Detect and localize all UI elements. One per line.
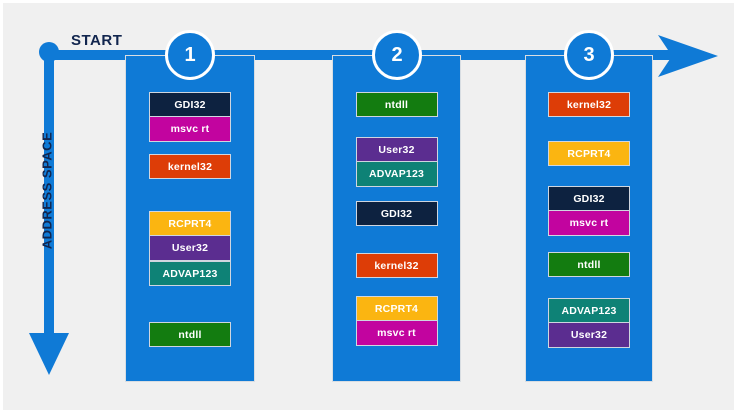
dll-group: GDI32 bbox=[355, 201, 438, 226]
phase-marker-2[interactable]: 2 bbox=[372, 30, 422, 80]
dll-group: kernel32 bbox=[548, 92, 630, 117]
address-space-arrow-head-icon bbox=[29, 333, 69, 375]
dll-box[interactable]: ADVAP123 bbox=[149, 261, 231, 286]
dll-box[interactable]: GDI32 bbox=[548, 186, 630, 211]
dll-box[interactable]: ntdll bbox=[548, 252, 630, 277]
dll-box[interactable]: msvc rt bbox=[149, 117, 231, 142]
dll-box[interactable]: kernel32 bbox=[149, 154, 231, 179]
dll-group: kernel32 bbox=[355, 253, 438, 278]
dll-box[interactable]: User32 bbox=[355, 137, 438, 162]
dll-box[interactable]: RCPRT4 bbox=[355, 296, 438, 321]
dll-box[interactable]: RCPRT4 bbox=[548, 141, 630, 166]
dll-group: ntdll bbox=[149, 322, 231, 347]
address-space-arrow-shaft bbox=[44, 50, 54, 340]
dll-box[interactable]: ADVAP123 bbox=[548, 298, 630, 323]
dll-box[interactable]: RCPRT4 bbox=[149, 211, 231, 236]
dll-box[interactable]: ntdll bbox=[355, 92, 438, 117]
dll-box[interactable]: ntdll bbox=[149, 322, 231, 347]
phase-marker-3[interactable]: 3 bbox=[564, 30, 614, 80]
dll-group: ntdll bbox=[548, 252, 630, 277]
start-label: START bbox=[71, 32, 123, 49]
dll-group: ntdll bbox=[355, 92, 438, 117]
dll-group: RCPRT4 bbox=[548, 141, 630, 166]
address-space-label: ADDRESS SPACE bbox=[39, 131, 55, 250]
dll-box[interactable]: GDI32 bbox=[355, 201, 438, 226]
dll-box[interactable]: kernel32 bbox=[355, 253, 438, 278]
dll-box[interactable]: msvc rt bbox=[548, 211, 630, 236]
dll-box[interactable]: ADVAP123 bbox=[355, 162, 438, 187]
dll-box[interactable]: msvc rt bbox=[355, 321, 438, 346]
dll-box[interactable]: User32 bbox=[149, 236, 231, 261]
dll-box[interactable]: GDI32 bbox=[149, 92, 231, 117]
dll-box[interactable]: User32 bbox=[548, 323, 630, 348]
dll-group: kernel32 bbox=[149, 154, 231, 179]
dll-group: ADVAP123 bbox=[149, 261, 231, 286]
dll-box[interactable]: kernel32 bbox=[548, 92, 630, 117]
phase-marker-1[interactable]: 1 bbox=[165, 30, 215, 80]
